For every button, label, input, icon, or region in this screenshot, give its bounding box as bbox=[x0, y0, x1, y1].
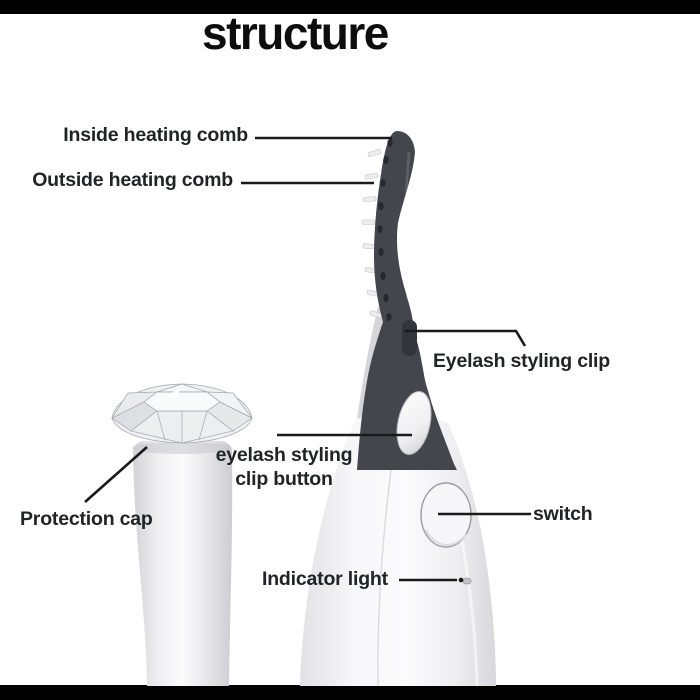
protection-cap bbox=[111, 383, 253, 686]
label-eyelash-styling-clip: Eyelash styling clip bbox=[433, 350, 610, 372]
switch-inner-shadow bbox=[425, 529, 467, 546]
eyelash-curler-device bbox=[300, 131, 496, 687]
bottom-letterbox-bar bbox=[0, 685, 700, 700]
cap-shadow bbox=[132, 442, 232, 454]
eyelash-styling-clip bbox=[402, 320, 417, 356]
indicator-line-dot bbox=[458, 577, 464, 583]
label-switch: switch bbox=[533, 503, 593, 525]
page-title: structure bbox=[202, 7, 389, 59]
eyelash-styling-clip-button bbox=[396, 391, 432, 455]
outside-heating-comb-teeth bbox=[361, 149, 384, 319]
clip-arm-highlight bbox=[402, 151, 411, 301]
label-inside-heating-comb: Inside heating comb bbox=[63, 124, 248, 146]
device-body bbox=[300, 413, 496, 686]
heating-comb-and-clip-arm bbox=[357, 131, 457, 470]
label-protection-cap: Protection cap bbox=[20, 508, 153, 530]
label-outside-heating-comb: Outside heating comb bbox=[32, 169, 233, 191]
label-eyelash-styling-clip-button: eyelash styling clip button bbox=[215, 444, 353, 491]
inside-heating-comb-bumps bbox=[377, 139, 393, 321]
eyelash-styling-clip-line bbox=[405, 329, 527, 347]
indicator-light bbox=[462, 577, 472, 585]
diamond-cap-top bbox=[111, 383, 253, 444]
leader-lines bbox=[84, 136, 531, 583]
label-indicator-light: Indicator light bbox=[262, 568, 388, 590]
protection-cap-line bbox=[84, 446, 148, 503]
top-letterbox-bar bbox=[0, 0, 700, 14]
protection-cap-body bbox=[133, 441, 233, 686]
body-crease bbox=[377, 469, 392, 687]
